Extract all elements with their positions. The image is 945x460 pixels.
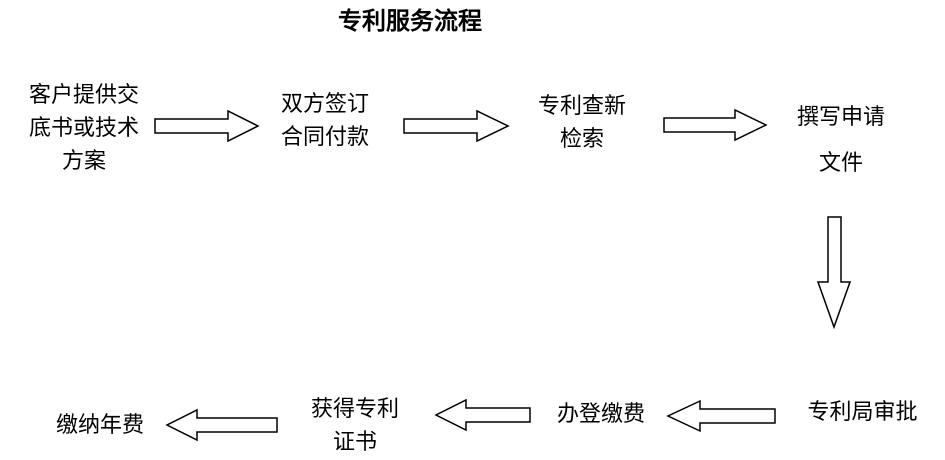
step-patent-office-review: 专利局审批 <box>790 396 935 429</box>
arrow-right-3 <box>663 108 768 142</box>
step-label-line: 专利查新 <box>537 94 626 119</box>
step-label-line: 双方签订 <box>280 92 369 117</box>
arrow-left-1 <box>666 399 776 433</box>
diagram-title: 专利服务流程 <box>338 7 482 35</box>
step-patent-search: 专利查新 检索 <box>527 90 637 156</box>
step-label-line: 方案 <box>61 149 106 174</box>
arrow-right-2 <box>403 109 510 143</box>
step-obtain-certificate: 获得专利 证书 <box>300 393 410 459</box>
step-label-line: 专利局审批 <box>807 400 918 425</box>
step-label-line: 缴纳年费 <box>55 413 144 438</box>
step-label-line: 办登缴费 <box>556 402 645 427</box>
step-draft-application: 撰写申请 文件 <box>781 95 901 187</box>
step-client-provides-materials: 客户提供交 底书或技术 方案 <box>14 79 154 178</box>
step-label-line: 底书或技术 <box>28 116 139 141</box>
arrow-right-1 <box>154 109 260 143</box>
step-sign-contract-pay: 双方签订 合同付款 <box>270 88 380 154</box>
step-label-line: 获得专利 <box>310 397 399 422</box>
arrow-left-2 <box>434 398 531 432</box>
arrow-left-3 <box>165 408 278 442</box>
step-registration-fee: 办登缴费 <box>541 398 661 431</box>
step-label-line: 合同付款 <box>280 125 369 150</box>
step-label-line: 证书 <box>332 430 377 455</box>
step-pay-annual-fee: 缴纳年费 <box>40 409 160 442</box>
arrow-down-1 <box>816 216 852 330</box>
step-label-line: 检索 <box>559 127 604 152</box>
step-label-line: 撰写申请 <box>796 105 885 130</box>
step-label-line: 文件 <box>818 151 863 176</box>
step-label-line: 客户提供交 <box>28 83 139 108</box>
